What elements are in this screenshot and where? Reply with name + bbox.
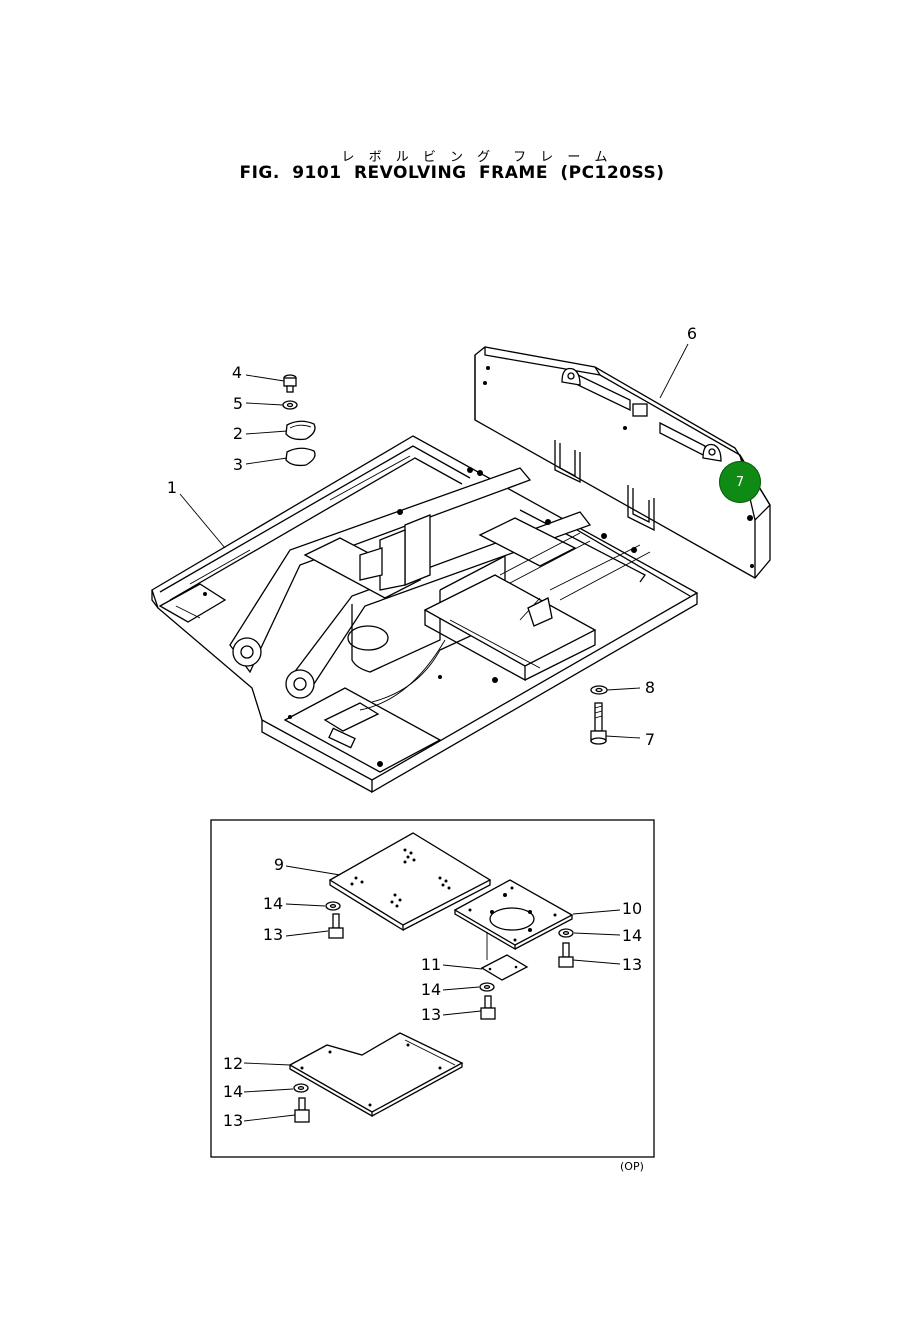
bolt-part-4[interactable]	[283, 374, 297, 393]
washer-part-8[interactable]	[590, 685, 608, 695]
bolt-part-13-c[interactable]	[480, 995, 496, 1020]
washer-part-14-b[interactable]	[558, 928, 574, 938]
title-japanese: レ ボ ル ビ ン グ フ レ ー ム	[341, 150, 613, 165]
figure-title: FIG. 9101 REVOLVING FRAME (PC120SS)	[239, 163, 665, 183]
callout-13-c: 13	[420, 1005, 442, 1024]
leader-lines	[179, 343, 689, 739]
callout-7: 7	[644, 730, 656, 749]
counterweight-part[interactable]	[474, 346, 771, 579]
bolt-part-7[interactable]	[590, 702, 607, 745]
callout-1: 1	[166, 478, 178, 497]
callout-8: 8	[644, 678, 656, 697]
callout-14-d: 14	[222, 1082, 244, 1101]
callout-3: 3	[232, 455, 244, 474]
cover-plate-part-9[interactable]	[328, 832, 492, 932]
option-parts-box	[210, 819, 655, 1158]
washer-part-14-c[interactable]	[479, 982, 495, 992]
callout-13-b: 13	[621, 955, 643, 974]
callout-10: 10	[621, 899, 643, 918]
callout-14-b: 14	[621, 926, 643, 945]
option-leader-lines	[243, 865, 621, 1122]
callout-13-a: 13	[262, 925, 284, 944]
option-note: (OP)	[620, 1160, 644, 1173]
washer-part-14-a[interactable]	[325, 901, 341, 911]
callout-5: 5	[232, 394, 244, 413]
callout-4: 4	[231, 363, 243, 382]
highlight-marker-part-7[interactable]: 7	[719, 461, 761, 503]
washer-part-14-d[interactable]	[293, 1083, 309, 1093]
cover-part-2[interactable]	[285, 420, 316, 441]
cover-plate-part-10[interactable]	[453, 879, 574, 960]
callout-12: 12	[222, 1054, 244, 1073]
cover-plate-part-12[interactable]	[288, 1032, 464, 1118]
callout-6: 6	[686, 324, 698, 343]
washer-part-5[interactable]	[282, 400, 298, 410]
callout-2: 2	[232, 424, 244, 443]
bolt-part-13-d[interactable]	[294, 1097, 310, 1123]
cover-plate-part-11[interactable]	[480, 954, 529, 981]
callout-11: 11	[420, 955, 442, 974]
callout-14-a: 14	[262, 894, 284, 913]
callout-14-c: 14	[420, 980, 442, 999]
bolt-part-13-a[interactable]	[328, 913, 344, 939]
callout-9: 9	[273, 855, 285, 874]
cover-part-3[interactable]	[285, 447, 316, 467]
revolving-frame-part[interactable]	[151, 435, 699, 794]
bolt-part-13-b[interactable]	[558, 942, 574, 968]
callout-13-d: 13	[222, 1111, 244, 1130]
